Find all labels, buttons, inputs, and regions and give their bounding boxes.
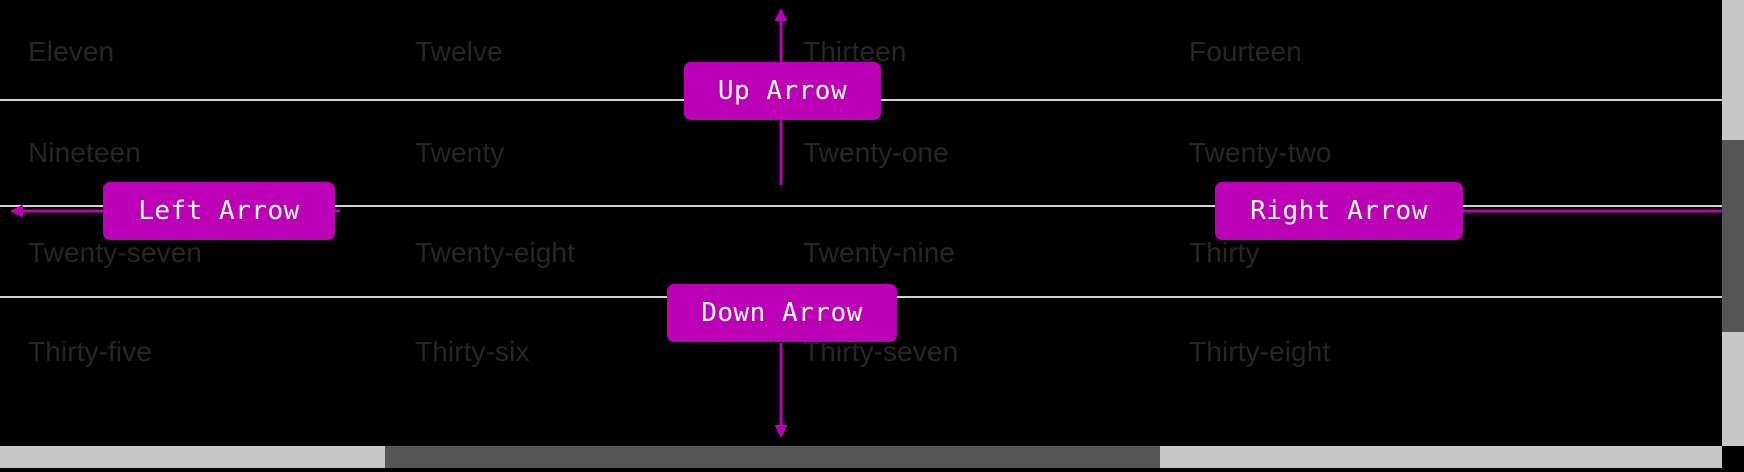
table-row: Thirty-five Thirty-six Thirty-seven Thir… bbox=[0, 298, 1722, 446]
table-row: Nineteen Twenty Twenty-one Twenty-two bbox=[0, 101, 1722, 207]
grid-cell: Thirty bbox=[1189, 237, 1260, 268]
grid-cell: Twenty bbox=[415, 137, 505, 168]
grid-cell: Nineteen bbox=[28, 137, 141, 168]
horizontal-scrollbar-thumb[interactable] bbox=[385, 446, 1160, 468]
grid-cell: Twenty-seven bbox=[28, 237, 202, 268]
table-row: Twenty-seven Twenty-eight Twenty-nine Th… bbox=[0, 207, 1722, 298]
annotation-badge-up[interactable]: Up Arrow bbox=[684, 62, 881, 120]
grid-cell: Thirteen bbox=[803, 36, 907, 67]
word-grid: Eleven Twelve Thirteen Fourteen Nineteen… bbox=[0, 0, 1722, 446]
grid-cell: Twelve bbox=[415, 36, 503, 67]
grid-cell: Twenty-nine bbox=[803, 237, 956, 268]
grid-cell: Thirty-six bbox=[415, 336, 530, 367]
annotation-badge-left-label: Left Arrow bbox=[138, 196, 300, 226]
grid-cell: Thirty-five bbox=[28, 336, 152, 367]
grid-cell: Thirty-eight bbox=[1189, 336, 1331, 367]
annotation-badge-left[interactable]: Left Arrow bbox=[103, 182, 335, 240]
row-separator bbox=[0, 205, 1722, 207]
annotation-badge-down[interactable]: Down Arrow bbox=[667, 284, 897, 342]
annotation-badge-right-label: Right Arrow bbox=[1250, 196, 1428, 226]
vertical-scrollbar-thumb[interactable] bbox=[1722, 140, 1744, 332]
grid-cell: Twenty-one bbox=[803, 137, 949, 168]
table-row: Eleven Twelve Thirteen Fourteen bbox=[0, 0, 1722, 101]
scrollbar-endcap bbox=[0, 468, 1722, 472]
grid-cell: Twenty-eight bbox=[415, 237, 575, 268]
grid-cell: Eleven bbox=[28, 36, 115, 67]
vertical-scrollbar[interactable] bbox=[1722, 0, 1744, 446]
horizontal-scrollbar[interactable] bbox=[0, 446, 1722, 468]
scrollbar-corner bbox=[1722, 446, 1744, 472]
annotation-badge-up-label: Up Arrow bbox=[717, 76, 848, 106]
grid-cell: Twenty-two bbox=[1189, 137, 1332, 168]
annotation-badge-down-label: Down Arrow bbox=[701, 298, 863, 328]
annotation-badge-right[interactable]: Right Arrow bbox=[1215, 182, 1463, 240]
grid-cell: Fourteen bbox=[1189, 36, 1302, 67]
